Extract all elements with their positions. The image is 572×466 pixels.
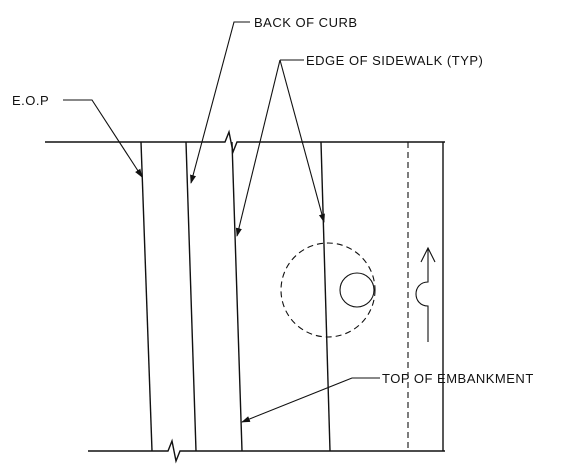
inner-circle: [339, 272, 375, 308]
flow-arrowhead: [420, 246, 436, 263]
back-of-curb-line: [185, 141, 197, 452]
back-of-curb-leader: [190, 21, 250, 184]
top-of-embankment-leader: [241, 377, 380, 423]
eop-line: [140, 141, 153, 452]
eop-leader: [63, 99, 143, 178]
label-back-of-curb: BACK OF CURB: [254, 15, 358, 30]
sidewalk-leader-left: [235, 59, 281, 237]
label-edge-of-sidewalk: EDGE OF SIDEWALK (TYP): [306, 53, 483, 68]
sidewalk-leader-right: [279, 59, 325, 223]
flow-arrow-symbol: [415, 248, 429, 342]
label-top-of-embankment: TOP OF EMBANKMENT: [382, 371, 534, 386]
bottom-boundary-line: [88, 438, 445, 464]
label-eop: E.O.P: [12, 93, 49, 108]
dashed-circle: [280, 242, 376, 338]
top-boundary-line: [45, 129, 445, 155]
sidewalk-edge-line-right: [320, 141, 331, 452]
sidewalk-edge-line-left: [231, 141, 243, 452]
